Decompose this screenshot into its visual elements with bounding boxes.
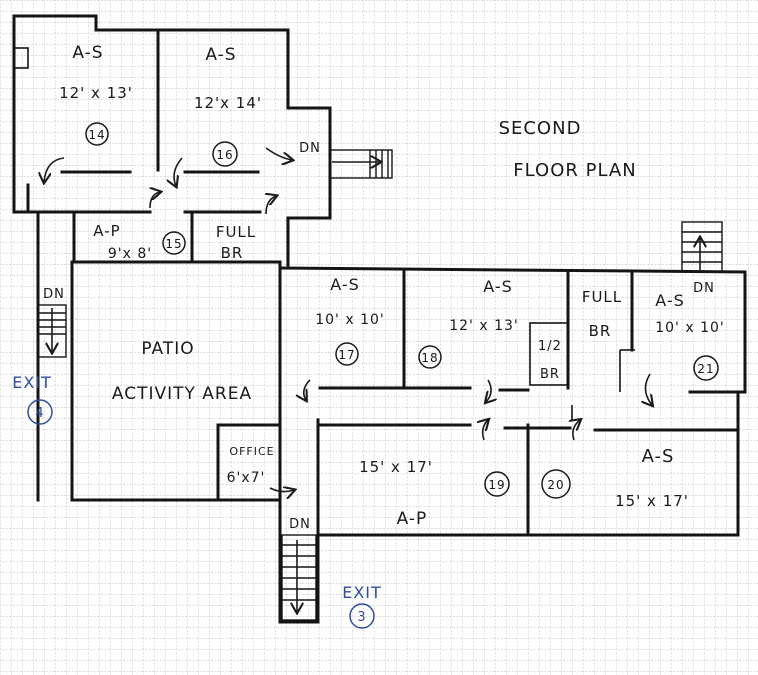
room-15-number: 15 — [165, 237, 182, 251]
exit-3-label: EXIT — [342, 583, 382, 602]
exit-3-circle — [349, 603, 375, 629]
stair-lower — [281, 534, 317, 621]
stair-right — [681, 221, 723, 273]
stair-upper-dn: DN — [299, 141, 321, 156]
room-16-type: A-S — [205, 45, 236, 65]
room-19-circle — [484, 471, 510, 497]
bath-upper-line1: FULL — [216, 223, 256, 241]
exit-3-number: 3 — [357, 610, 366, 625]
room-17-type: A-S — [330, 275, 360, 294]
room-18-circle — [418, 345, 442, 369]
room-19-size: 15' x 17' — [359, 458, 433, 476]
heading-line1: SECOND — [499, 118, 582, 139]
stair-right-dn: DN — [693, 281, 715, 296]
room-20-circle — [541, 469, 571, 499]
room-14-type: A-S — [72, 43, 103, 63]
room-21-circle — [693, 355, 719, 381]
room-21-size: 10' x 10' — [655, 320, 725, 336]
stair-upper — [329, 149, 393, 179]
stair-lower-dn: DN — [289, 517, 311, 532]
bath-right-line2: BR — [589, 322, 612, 340]
room-19-type: A-P — [397, 509, 428, 529]
room-16-circle — [212, 141, 238, 167]
door-swings — [44, 147, 652, 492]
room-18-type: A-S — [483, 277, 513, 296]
room-21-number: 21 — [697, 362, 714, 376]
half-bath-line2: BR — [540, 367, 560, 382]
bath-upper-line2: BR — [221, 244, 244, 262]
room-19-number: 19 — [488, 478, 505, 492]
room-17-number: 17 — [338, 348, 355, 362]
heading-line2: FLOOR PLAN — [513, 160, 636, 181]
room-21-type: A-S — [655, 291, 685, 310]
patio-line2: ACTIVITY AREA — [112, 384, 252, 404]
room-20-number: 20 — [547, 478, 564, 492]
room-15-type: A-P — [93, 222, 120, 240]
room-20-type: A-S — [642, 446, 675, 467]
room-17-size: 10' x 10' — [315, 312, 385, 328]
exit-4-number: 4 — [35, 406, 44, 421]
room-18-number: 18 — [421, 351, 438, 365]
patio-line1: PATIO — [141, 339, 194, 359]
room-20-size: 15' x 17' — [615, 492, 689, 510]
room-17-circle — [335, 342, 359, 366]
walls — [12, 14, 747, 624]
exit-4-label: EXIT — [12, 373, 52, 392]
room-14-circle — [85, 122, 109, 146]
office-line2: 6'x7' — [227, 470, 266, 486]
room-15-circle — [162, 231, 186, 255]
stair-left — [37, 304, 67, 358]
stair-left-dn: DN — [43, 287, 65, 302]
room-14-size: 12' x 13' — [59, 84, 133, 102]
office-line1: OFFICE — [229, 445, 274, 458]
room-18-size: 12' x 13' — [449, 318, 519, 334]
bath-right-line1: FULL — [582, 288, 622, 306]
room-16-number: 16 — [216, 148, 233, 162]
room-15-size: 9'x 8' — [108, 246, 152, 262]
exit-4-circle — [27, 399, 53, 425]
half-bath-line1: 1/2 — [538, 339, 562, 354]
room-16-size: 12'x 14' — [194, 94, 262, 112]
room-14-number: 14 — [88, 128, 105, 142]
